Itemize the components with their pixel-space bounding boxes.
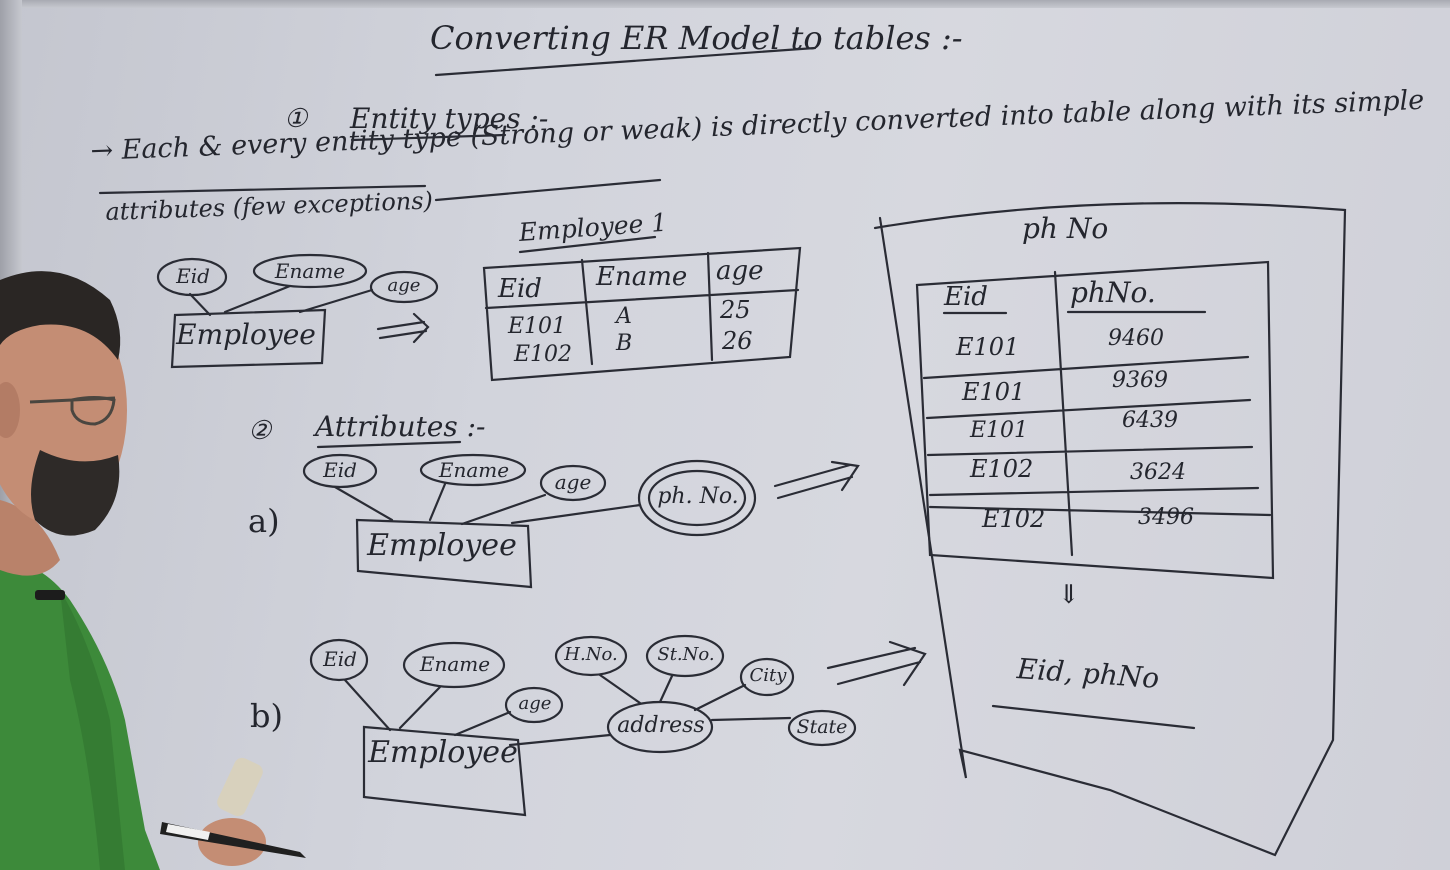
diagram-a-entity-box — [355, 518, 533, 589]
diagram-a-oval-eid — [302, 453, 378, 489]
primary-key-underline — [991, 704, 1196, 730]
table1-cell: E102 — [514, 342, 573, 367]
diagram-b-oval-stno — [645, 634, 725, 678]
diagram-b-links — [343, 673, 792, 747]
diagram-b-attr-ename: Ename — [419, 652, 491, 676]
diagram1-link-age — [298, 288, 374, 314]
diagram1-link-ename — [223, 284, 292, 314]
diagram1-attr-ename: Ename — [274, 259, 346, 283]
diagram1-attr-age: age — [387, 275, 421, 296]
diagram-a-oval-age — [539, 464, 607, 502]
diagram1-arrow — [376, 312, 430, 344]
diagram-b-oval-ename — [402, 641, 506, 689]
diagram-a-entity-label: Employee — [367, 528, 517, 563]
diagram-a-attr-eid: Eid — [323, 458, 357, 482]
phno-cell: 9369 — [1112, 368, 1168, 393]
diagram-b-oval-city — [739, 657, 795, 697]
board-frame-top — [0, 0, 1450, 8]
diagram-b-oval-hno — [554, 635, 628, 677]
phno-sheet-outline — [873, 202, 1347, 857]
section1-heading: Entity types :- — [350, 102, 549, 135]
phno-cell: 6439 — [1122, 408, 1178, 433]
diagram-a-links — [333, 482, 642, 526]
equivalent-arrow: ⇓ — [1058, 580, 1080, 610]
section1-underline — [350, 133, 507, 142]
diagram-b-composite-stno: St.No. — [657, 644, 715, 665]
table1-header-eid: Eid — [498, 274, 542, 304]
presenter-glasses — [29, 396, 116, 426]
diagram-b-attr-eid: Eid — [323, 647, 357, 671]
diagram-b-composite-city: City — [749, 665, 787, 686]
table1-cell: A — [616, 304, 632, 329]
diagram-b-attr-age: age — [518, 693, 552, 714]
section2-number: ② — [248, 416, 272, 446]
table1-cell: 26 — [722, 327, 753, 355]
phno-table-name: ph No — [1022, 212, 1109, 245]
diagram1-attr-oval-age — [369, 270, 439, 304]
table1-header-age: age — [716, 256, 764, 286]
diagram1-link-eid — [188, 292, 212, 317]
phno-header-eid: Eid — [944, 282, 988, 312]
section2-heading: Attributes :- — [315, 410, 486, 443]
diagram-a-attr-age: age — [554, 470, 592, 494]
description-underline — [98, 184, 427, 195]
diagram-a-attr-ename: Ename — [438, 458, 510, 482]
diagram-a-oval-ename — [419, 453, 527, 487]
table1-cell: 25 — [720, 296, 751, 324]
diagram-b-label: b) — [250, 697, 283, 735]
phno-cell: 3496 — [1138, 505, 1194, 530]
diagram-b-composite-hno: H.No. — [564, 644, 618, 665]
marker-cap — [217, 757, 263, 817]
diagram1-attr-eid: Eid — [176, 264, 210, 288]
section1-number: ① — [284, 104, 308, 134]
description-underline-2 — [434, 178, 662, 202]
phno-cell: E101 — [970, 418, 1029, 443]
presenter-beard — [31, 450, 120, 536]
board-title: Converting ER Model to tables :- — [430, 19, 963, 57]
title-underline — [434, 46, 817, 77]
diagram-b-entity-box — [362, 725, 527, 817]
diagram-b-attr-address: address — [617, 713, 705, 738]
phno-cell: E101 — [962, 378, 1026, 406]
diagram-a-arrow — [773, 460, 860, 500]
phno-cell: E101 — [956, 333, 1020, 361]
table1-name-underline — [518, 235, 657, 254]
diagram-a-attr-phno: ph. No. — [657, 484, 739, 509]
diagram-a-oval-phno-outer — [637, 459, 757, 537]
table1-cell: E101 — [508, 314, 567, 339]
phno-cell: 9460 — [1108, 326, 1164, 351]
phno-table-grid — [915, 260, 1275, 580]
diagram-b-entity-label: Employee — [368, 735, 518, 770]
table1-header-ename: Ename — [596, 262, 688, 292]
phno-cell: 3624 — [1130, 460, 1186, 485]
section2-underline — [316, 440, 462, 449]
phno-cell: E102 — [982, 505, 1046, 533]
table1-cell: B — [616, 331, 633, 356]
diagram-a-oval-phno-inner — [647, 469, 747, 527]
diagram-b-arrow — [826, 640, 927, 687]
table1-grid — [482, 246, 802, 382]
diagram-b-oval-state — [787, 709, 857, 747]
phno-header-phno: phNo. — [1070, 276, 1156, 309]
phno-cell: E102 — [970, 455, 1034, 483]
diagram-a-label: a) — [248, 502, 280, 540]
diagram-b-composite-state: State — [796, 716, 848, 738]
presenter-figure — [0, 271, 306, 870]
diagram1-entity-label: Employee — [176, 318, 316, 351]
presenter-hair — [0, 271, 121, 360]
diagram-b-oval-eid — [309, 638, 369, 682]
diagram-b-oval-age — [504, 686, 564, 724]
diagram1-entity-box — [170, 308, 327, 369]
diagram1-attr-oval-ename — [252, 253, 368, 289]
